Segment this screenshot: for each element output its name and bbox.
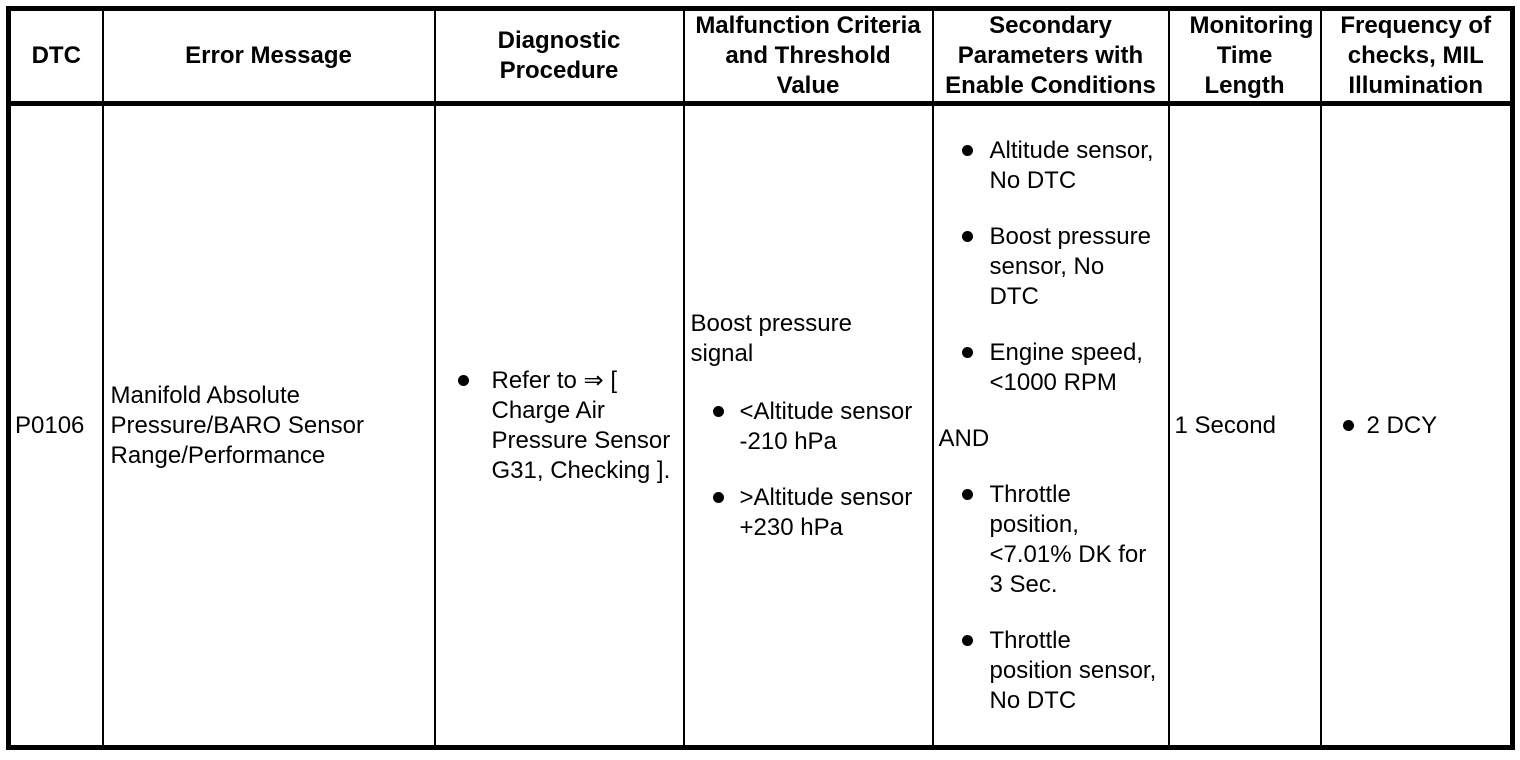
cell-error-message: Manifold Absolute Pressure/BARO Sensor R…: [101, 102, 436, 749]
dtc-code: P0106: [15, 411, 85, 439]
bullet-icon: [1342, 419, 1354, 431]
cell-secondary-parameters: Altitude sensor, No DTC Boost pressure s…: [931, 102, 1170, 749]
list-item: <Altitude sensor -210 hPa: [712, 397, 932, 457]
list-item-text: >Altitude sensor +230 hPa: [739, 483, 913, 541]
secondary-parameters-list-after: Throttle position, <7.01% DK for 3 Sec. …: [934, 480, 1168, 716]
monitoring-time-text: 1 Second: [1174, 411, 1276, 439]
bullet-icon: [961, 634, 973, 646]
list-item: Throttle position sensor, No DTC: [961, 626, 1168, 716]
diagnostic-procedure-list: Refer to ⇒ [ Charge Air Pressure Sensor …: [436, 366, 683, 486]
cell-diagnostic-procedure: Refer to ⇒ [ Charge Air Pressure Sensor …: [433, 102, 685, 749]
dtc-table: DTC Error Message Diagnostic Procedure M…: [6, 6, 1515, 750]
list-item-text: Refer to ⇒ [ Charge Air Pressure Sensor …: [491, 366, 671, 484]
list-item-text: 2 DCY: [1366, 411, 1438, 439]
error-message-text: Manifold Absolute Pressure/BARO Sensor R…: [110, 381, 364, 469]
cell-monitoring-time: 1 Second: [1167, 102, 1322, 749]
table-row: P0106 Manifold Absolute Pressure/BARO Se…: [7, 102, 1514, 749]
column-header-label: Diagnostic Procedure: [497, 27, 621, 84]
list-item: Throttle position, <7.01% DK for 3 Sec.: [961, 480, 1168, 600]
malfunction-intro-text: Boost pressure signal: [690, 309, 852, 367]
column-header-label: DTC: [31, 42, 81, 69]
column-header-label: Monitoring Time Length: [1189, 12, 1314, 99]
bullet-icon: [712, 405, 724, 417]
column-header-error-message: Error Message: [101, 7, 436, 106]
bullet-icon: [961, 488, 973, 500]
bullet-icon: [457, 374, 469, 386]
list-item-text: Boost pressure sensor, No DTC: [989, 222, 1151, 310]
column-header-frequency-of-checks: Frequency of checks, MIL Illumination: [1319, 7, 1514, 106]
cell-dtc-code: P0106: [7, 102, 104, 749]
and-connector-text: AND: [938, 424, 990, 452]
bullet-icon: [712, 491, 724, 503]
column-header-label: Malfunction Criteria and Threshold Value: [695, 12, 921, 99]
list-item: Refer to ⇒ [ Charge Air Pressure Sensor …: [457, 366, 683, 486]
malfunction-criteria-list: <Altitude sensor -210 hPa >Altitude sens…: [685, 397, 932, 543]
list-item: 2 DCY: [1342, 411, 1511, 441]
list-item: >Altitude sensor +230 hPa: [712, 483, 932, 543]
column-header-diagnostic-procedure: Diagnostic Procedure: [433, 7, 685, 106]
bullet-icon: [961, 230, 973, 242]
secondary-parameters-list-before: Altitude sensor, No DTC Boost pressure s…: [934, 136, 1168, 398]
bullet-icon: [961, 144, 973, 156]
list-item-text: Throttle position sensor, No DTC: [989, 626, 1157, 714]
list-item: Engine speed, <1000 RPM: [961, 338, 1168, 398]
header-row: DTC Error Message Diagnostic Procedure M…: [7, 7, 1514, 106]
column-header-label: Error Message: [185, 42, 352, 69]
column-header-malfunction-criteria: Malfunction Criteria and Threshold Value: [682, 7, 934, 106]
cell-malfunction-criteria: Boost pressure signal <Altitude sensor -…: [682, 102, 934, 749]
list-item: Altitude sensor, No DTC: [961, 136, 1168, 196]
column-header-dtc: DTC: [7, 7, 104, 106]
column-header-label: Secondary Parameters with Enable Conditi…: [945, 12, 1156, 99]
list-item-text: Altitude sensor, No DTC: [989, 136, 1154, 194]
frequency-list: 2 DCY: [1322, 411, 1511, 441]
column-header-secondary-parameters: Secondary Parameters with Enable Conditi…: [931, 7, 1170, 106]
list-item: Boost pressure sensor, No DTC: [961, 222, 1168, 312]
list-item-text: Engine speed, <1000 RPM: [989, 338, 1143, 396]
column-header-label: Frequency of checks, MIL Illumination: [1340, 12, 1492, 99]
list-item-text: <Altitude sensor -210 hPa: [739, 397, 913, 455]
column-header-monitoring-time: Monitoring Time Length: [1167, 7, 1322, 106]
list-item-text: Throttle position, <7.01% DK for 3 Sec.: [989, 480, 1147, 598]
cell-frequency-of-checks: 2 DCY: [1319, 102, 1514, 749]
bullet-icon: [961, 346, 973, 358]
